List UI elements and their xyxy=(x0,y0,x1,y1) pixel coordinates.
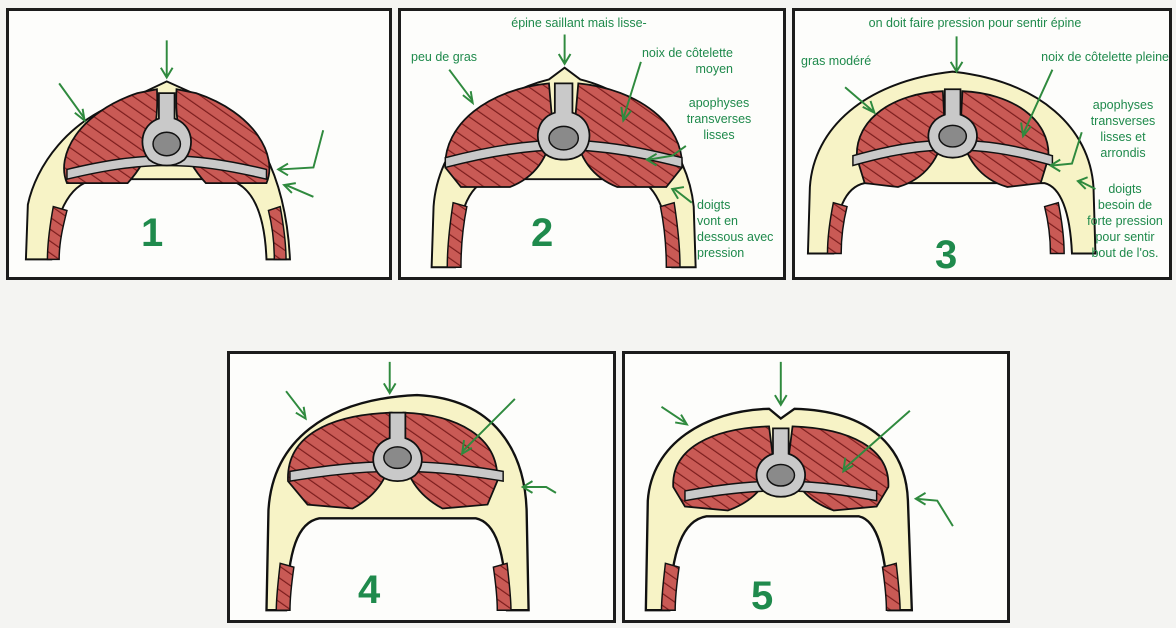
label-loin: noix de côtelette moyen xyxy=(623,45,733,77)
panel-2: épine saillant mais lisse- peu de gras n… xyxy=(398,8,786,280)
spinal-canal xyxy=(549,126,578,149)
label-fingers: doigts besoin de forte pression pour sen… xyxy=(1079,181,1171,261)
label-loin: noix de côtelette pleine xyxy=(1005,49,1169,65)
panel-5: 5 xyxy=(622,351,1010,623)
panel-number: 4 xyxy=(358,568,380,613)
label-spine: on doit faire pression pour sentir épine xyxy=(845,15,1105,31)
panel-number: 2 xyxy=(531,211,553,256)
rib-left xyxy=(276,563,294,610)
rib-right xyxy=(883,563,901,610)
panel-number: 1 xyxy=(141,211,163,256)
rib-right xyxy=(1045,203,1065,254)
cross-section-1 xyxy=(9,11,389,277)
rib-right xyxy=(493,563,511,610)
panel-number: 3 xyxy=(935,233,957,278)
panel-3: on doit faire pression pour sentir épine… xyxy=(792,8,1172,280)
spinal-canal xyxy=(939,125,966,147)
spinal-canal xyxy=(767,465,794,487)
spinal-canal xyxy=(384,447,411,469)
label-fat: peu de gras xyxy=(411,49,477,65)
cross-section-5 xyxy=(625,354,1007,620)
label-processes: apophyses transverses lisses et arrondis xyxy=(1075,97,1171,161)
panel-4: 4 xyxy=(227,351,616,623)
panel-number: 5 xyxy=(751,574,773,619)
label-processes: apophyses transverses lisses xyxy=(677,95,761,143)
label-fingers: doigts vont en dessous avec pression xyxy=(697,197,773,261)
cross-section-4 xyxy=(230,354,613,620)
rib-left xyxy=(661,563,679,610)
spinal-canal xyxy=(153,132,180,155)
label-spine: épine saillant mais lisse- xyxy=(459,15,699,31)
panel-1: 1 xyxy=(6,8,392,280)
label-fat: gras modéré xyxy=(801,53,871,69)
